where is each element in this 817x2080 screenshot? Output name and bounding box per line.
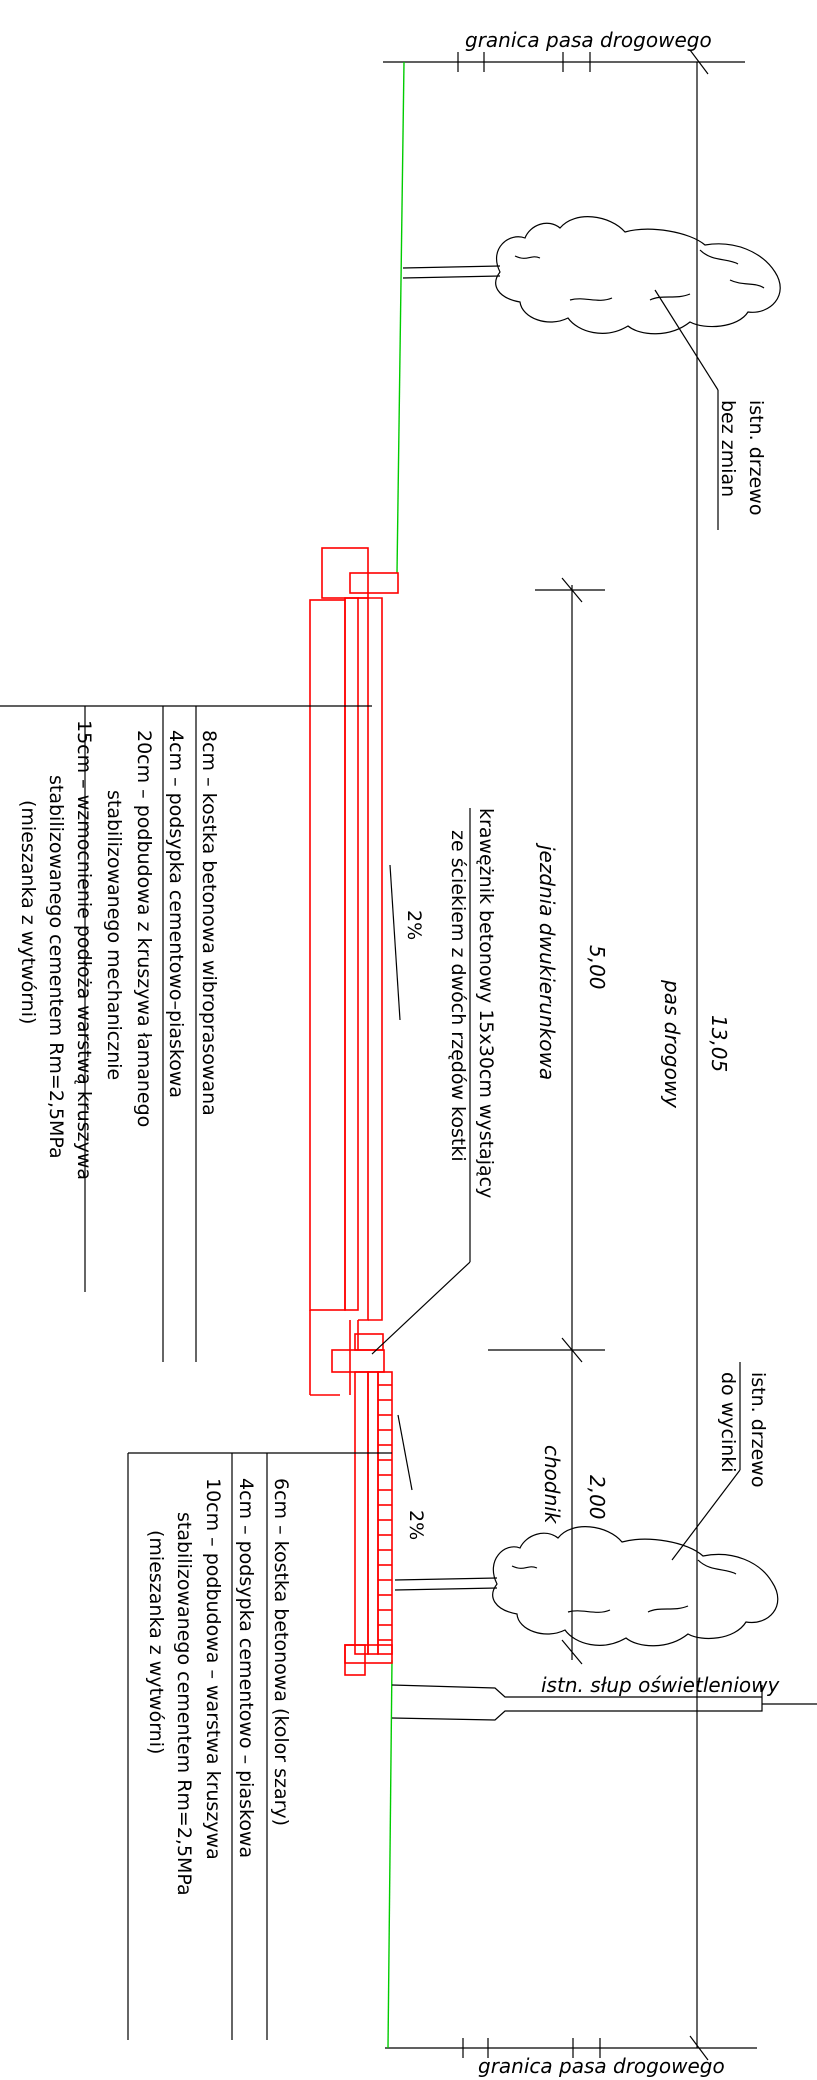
- curb-top: [349, 572, 399, 594]
- tree-bottom-label-2: do wycinki: [717, 1372, 739, 1473]
- boundary-label-top: granica pasa drogowego: [465, 28, 712, 52]
- tree-bottom-icon: istn. drzewo do wycinki: [394, 1362, 779, 1647]
- tree-top-label-1: istn. drzewo: [745, 400, 767, 515]
- bottom-boundary: granica pasa drogowego: [385, 2035, 757, 2078]
- slope-road: 2%: [389, 864, 425, 1021]
- sidewalk-subbase: [354, 1371, 369, 1655]
- layer-strengthening: [309, 599, 346, 1311]
- curb-bottom: [331, 1349, 385, 1373]
- svg-text:2%: 2%: [405, 1510, 427, 1540]
- walk-layer-1: 6cm – kostka betonowa (kolor szary): [270, 1478, 292, 1826]
- layer-subbase: [344, 597, 359, 1311]
- road-layers-legend: 8cm – kostka betonowa wibroprasowana 4cm…: [0, 705, 372, 1362]
- walk-layer-2: 4cm – podsypka cementowo – piaskowa: [235, 1478, 257, 1858]
- sidewalk-bedding: [367, 1371, 379, 1655]
- walk-layer-4: stabilizowanego cementem Rm=2,5MPa: [173, 1512, 195, 1896]
- section-dimension-line: [488, 577, 605, 1665]
- road-strip-label: pas drogowy: [660, 979, 684, 1109]
- road-layer-5: 15cm – wzmocnienie podłoża warstwą krusz…: [73, 720, 95, 1180]
- pavement-structure: [309, 547, 399, 1676]
- total-width-value: 13,05: [707, 1015, 731, 1072]
- slope-walk: 2%: [397, 1414, 427, 1540]
- tree-top-label-2: bez zmian: [717, 400, 739, 497]
- road-layer-3: 20cm – podbudowa z kruszywa łamanego: [133, 730, 155, 1127]
- edge-kerb-base: [344, 1644, 366, 1676]
- sidewalk-paver-ticks: [378, 1384, 392, 1641]
- svg-text:2%: 2%: [403, 910, 425, 940]
- road-layer-7: (mieszanka z wytwórni): [17, 800, 39, 1024]
- carriageway-label: jezdnia dwukierunkowa: [535, 842, 559, 1080]
- walk-layer-3: 10cm – podbudowa – warstwa kruszywa: [202, 1478, 224, 1860]
- boundary-label-bottom: granica pasa drogowego: [478, 2054, 725, 2078]
- road-layer-2: 4cm – podsypka cementowo–piaskowa: [165, 730, 187, 1098]
- tree-top-icon: istn. drzewo bez zmian: [402, 216, 781, 530]
- top-boundary: granica pasa drogowego: [383, 28, 745, 75]
- sidewalk-width-value: 2,00: [585, 1475, 609, 1520]
- road-layer-6: stabilizowanego cementem Rm=2,5MPa: [45, 775, 67, 1159]
- sidewalk-label: chodnik: [540, 1445, 564, 1525]
- carriageway-width-value: 5,00: [585, 945, 609, 990]
- curb-label-1: krawężnik betonowy 15x30cm wystający: [475, 808, 497, 1198]
- curb-label-2: ze ściekiem z dwóch rzędów kostki: [447, 830, 469, 1162]
- ground-line-bottom: [387, 1659, 393, 2049]
- walk-layers-legend: 6cm – kostka betonowa (kolor szary) 4cm …: [127, 1452, 392, 2040]
- curb-bottom-top: [354, 1333, 384, 1351]
- road-layer-4: stabilizowanego mechanicznie: [103, 790, 125, 1080]
- ground-line-top: [396, 61, 405, 574]
- lamp-post-label: istn. słup oświetleniowy: [541, 1673, 781, 1697]
- curb-callout: krawężnik betonowy 15x30cm wystający ze …: [371, 808, 497, 1355]
- tree-bottom-label-1: istn. drzewo: [747, 1372, 769, 1487]
- walk-layer-5: (mieszanka z wytwórni): [145, 1530, 167, 1754]
- lamp-post-icon: istn. słup oświetleniowy: [391, 1673, 817, 1721]
- road-layer-1: 8cm – kostka betonowa wibroprasowana: [198, 730, 220, 1116]
